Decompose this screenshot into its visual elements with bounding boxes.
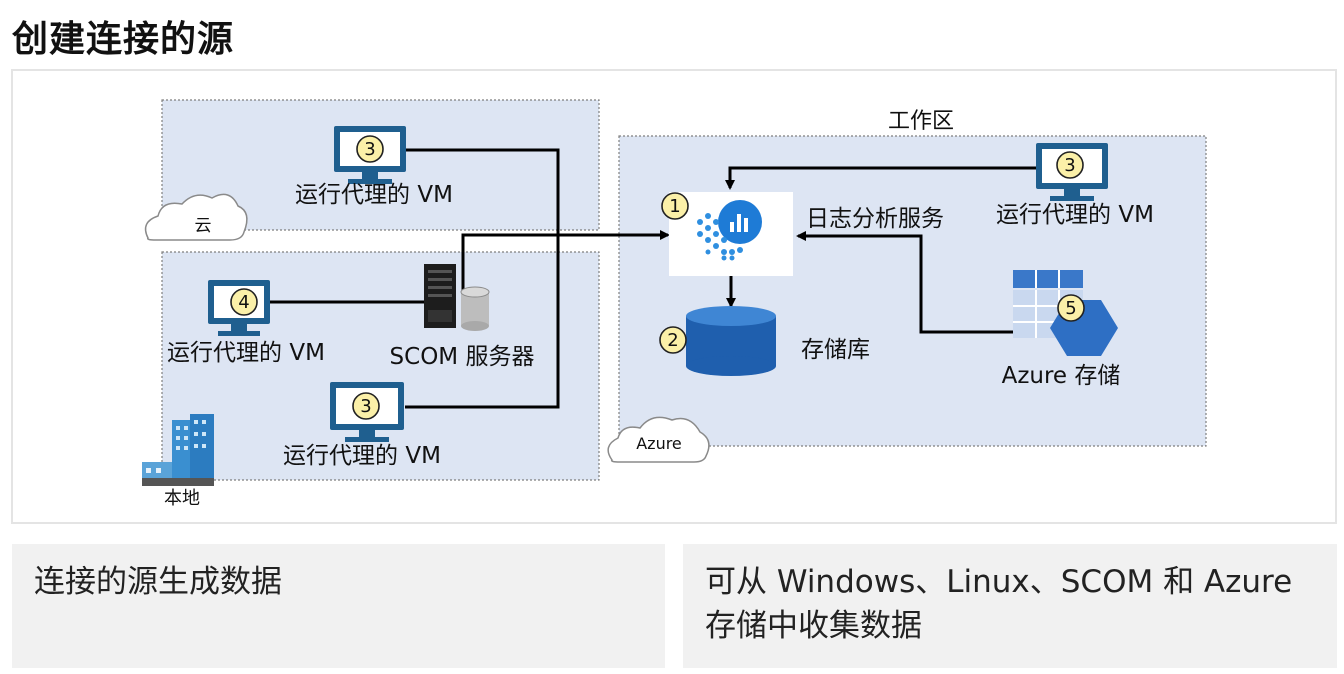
workspace-label: 工作区 xyxy=(888,109,954,134)
badge-number: 5 xyxy=(1065,298,1076,319)
database-icon xyxy=(460,286,490,331)
azure-storage-label: Azure 存储 xyxy=(1002,363,1121,389)
scom-server: SCOM 服务器 xyxy=(390,264,535,370)
cloud-vm-line xyxy=(405,148,560,409)
badge-1-icon xyxy=(661,192,689,220)
storage-to-log-line xyxy=(796,231,1050,334)
log-analytics-icon xyxy=(697,200,762,261)
onprem-vm-left: 4 运行代理的 VM xyxy=(167,280,325,366)
azure-label: Azure xyxy=(636,434,682,453)
vm-label: 运行代理的 VM xyxy=(996,202,1154,228)
badge-number: 2 xyxy=(667,330,678,351)
badge-3-icon xyxy=(356,135,384,163)
log-analytics-service: 1 日志分析服务 xyxy=(661,192,944,276)
badge-5-icon xyxy=(1057,294,1085,322)
workspace-vm-line xyxy=(725,166,1036,190)
badge-3-icon xyxy=(352,392,380,420)
azure-storage: 5 Azure 存储 xyxy=(1002,270,1121,389)
workspace-vm: 3 运行代理的 VM xyxy=(996,143,1154,228)
badge-3-icon xyxy=(1056,151,1084,179)
building-icon xyxy=(142,414,214,486)
connections xyxy=(270,148,1050,409)
vm-label: 运行代理的 VM xyxy=(295,182,453,208)
badge-number: 1 xyxy=(669,196,680,217)
vm-label: 运行代理的 VM xyxy=(283,443,441,469)
caption-left-text: 连接的源生成数据 xyxy=(34,564,282,600)
workspace-zone xyxy=(618,135,1207,447)
azure-cloud-icon: Azure xyxy=(607,416,710,463)
scom-label: SCOM 服务器 xyxy=(390,344,535,370)
badge-number: 3 xyxy=(1064,155,1075,176)
caption-right: 可从 Windows、Linux、SCOM 和 Azure 存储中收集数据 xyxy=(683,544,1337,668)
repository-label: 存储库 xyxy=(801,337,870,363)
scom-to-log-analytics-line xyxy=(461,230,670,292)
onprem-label: 本地 xyxy=(164,488,200,509)
caption-right-text: 可从 Windows、Linux、SCOM 和 Azure 存储中收集数据 xyxy=(705,564,1293,644)
cloud-icon: 云 xyxy=(144,193,248,241)
cloud-vm: 3 运行代理的 VM xyxy=(295,126,453,208)
badge-number: 3 xyxy=(360,396,371,417)
badge-2-icon xyxy=(659,326,687,354)
page-title: 创建连接的源 xyxy=(12,19,235,60)
badge-4-icon xyxy=(230,288,258,316)
cloud-label: 云 xyxy=(195,216,212,236)
server-icon xyxy=(424,264,456,328)
diagram: 云 Azure 本地 工作区 3 运行代理的 VM xyxy=(142,99,1207,509)
badge-number: 3 xyxy=(364,139,375,160)
storage-cylinder-icon xyxy=(686,306,776,376)
log-analytics-label: 日志分析服务 xyxy=(806,206,944,232)
vm-label: 运行代理的 VM xyxy=(167,340,325,366)
caption-left: 连接的源生成数据 xyxy=(12,544,665,668)
badge-number: 4 xyxy=(238,292,249,313)
onprem-vm-bottom: 3 运行代理的 VM xyxy=(283,382,441,469)
repository: 2 存储库 xyxy=(659,306,870,376)
